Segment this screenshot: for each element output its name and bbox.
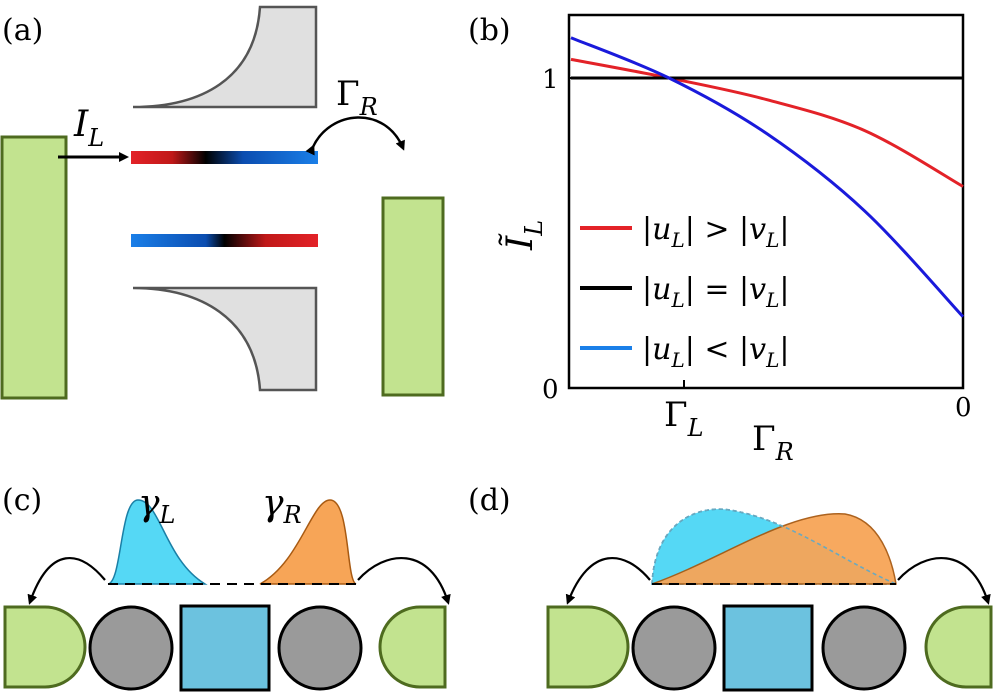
panel-c-label: (c): [2, 483, 42, 518]
right-mode-wavefunction-d: [651, 513, 897, 585]
right-lead-c: [378, 605, 447, 689]
center-square-d: [722, 604, 814, 692]
left-coupling-arrow: [27, 557, 106, 605]
panel-b-label: (b): [468, 13, 511, 48]
xtick-zero: 0: [955, 393, 972, 423]
plot-frame: [567, 13, 965, 390]
legend-label-0: |uL| > |vL|: [642, 212, 789, 252]
gamma-r-label: ΓR: [336, 74, 378, 121]
left-mode-outline-d: [651, 508, 897, 585]
left-lead: [0, 135, 68, 400]
x-axis-label: ΓR: [752, 419, 794, 466]
legend-label-1: |uL| = |vL|: [642, 272, 789, 312]
series-line-0: [570, 57, 964, 188]
left-mode-wavefunction: [107, 499, 208, 585]
right-dot-c: [277, 605, 363, 691]
right-mode-wavefunction: [259, 499, 357, 585]
panel-d-label: (d): [468, 483, 511, 518]
left-dot-c: [88, 605, 174, 691]
legend: |uL| > |vL| |uL| = |vL| |uL| < |vL|: [580, 212, 789, 372]
lower-majorana-bar: [131, 234, 318, 247]
top-reservoir: [132, 5, 318, 109]
gamma-r-mode-label: γR: [262, 483, 302, 529]
legend-label-2: |uL| < |vL|: [642, 332, 789, 372]
left-lead-d: [546, 605, 630, 689]
panel-b: (b) 1 0 ΓL 0 ΓR ĨL |uL| > |vL| |uL| = |vL…: [468, 13, 972, 466]
ytick-top: 1: [542, 65, 559, 95]
series-layer: [570, 36, 965, 318]
right-lead: [381, 196, 445, 397]
tunneling-arrow: [305, 116, 405, 156]
ytick-bottom: 0: [542, 375, 559, 405]
left-dot-d: [631, 605, 717, 691]
y-axis-label: ĨL: [499, 220, 548, 251]
right-dot-d: [821, 605, 907, 691]
left-coupling-arrow-d: [565, 557, 651, 605]
series-line-2: [570, 36, 965, 318]
right-coupling-arrow: [357, 556, 451, 605]
right-lead-d: [924, 605, 993, 689]
center-square-c: [179, 604, 271, 692]
upper-majorana-bar: [131, 151, 318, 164]
right-coupling-arrow-d: [897, 556, 991, 605]
xtick-gamma-l: ΓL: [664, 395, 704, 442]
panel-a-label: (a): [2, 13, 43, 48]
svg-text:ĨL: ĨL: [499, 220, 548, 251]
bottom-reservoir: [132, 286, 318, 392]
panel-a: (a) IL ΓR: [0, 5, 445, 400]
panel-d: (d): [468, 483, 993, 692]
current-label: IL: [73, 104, 104, 152]
left-lead-c: [3, 605, 87, 689]
panel-c: (c) γL γR: [2, 483, 451, 692]
gamma-l-label: γL: [138, 483, 175, 529]
